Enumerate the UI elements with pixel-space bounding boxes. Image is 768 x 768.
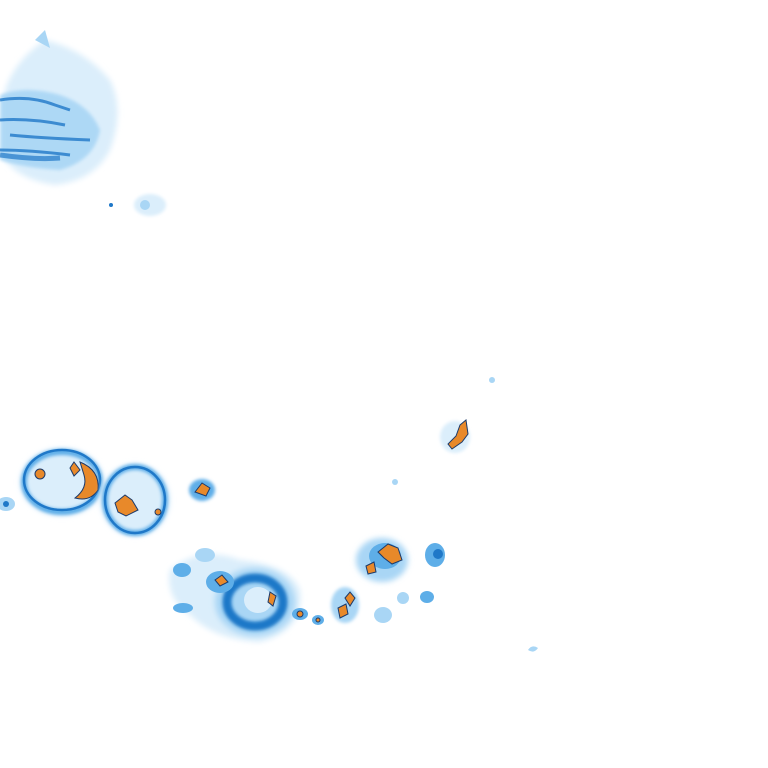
cell-far-east-fleck (528, 646, 538, 652)
cell-south-cluster (169, 548, 301, 642)
cell-central-line (292, 538, 445, 625)
cell-west-ring-2 (100, 464, 170, 536)
cell-east-isolated (392, 377, 495, 485)
cell-small-core (189, 479, 215, 501)
cell-west-ring-1 (20, 448, 104, 516)
cell-small-northwest-patch (109, 194, 166, 216)
cell-northwest-band (0, 30, 118, 185)
cell-west-edge (0, 497, 15, 511)
